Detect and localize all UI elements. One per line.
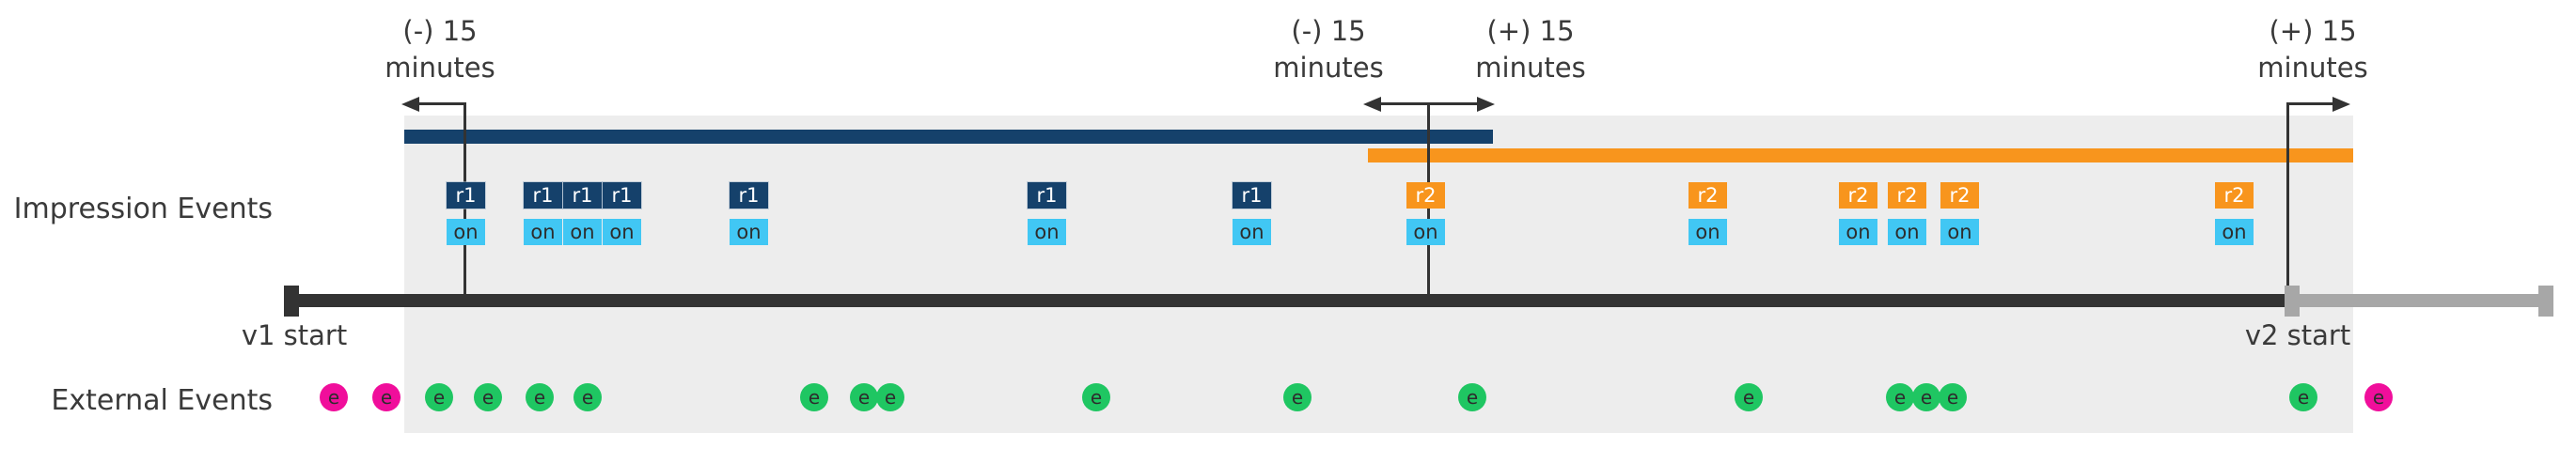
impression-on-box: on xyxy=(1689,219,1727,245)
external-event-circle: e xyxy=(1082,383,1110,411)
impression-event: r1 on xyxy=(1233,182,1271,245)
external-event-circle: e xyxy=(800,383,828,411)
impression-event: r1 on xyxy=(524,182,562,245)
impression-request-box: r2 xyxy=(2215,182,2254,209)
external-event-circle: e xyxy=(573,383,602,411)
v2-start-label: v2 start xyxy=(2244,319,2351,351)
r2-reporting-window-bar xyxy=(1368,148,2353,162)
arrowhead-right-icon xyxy=(1477,97,1495,112)
impression-on-box: on xyxy=(1888,219,1926,245)
arrowhead-left-icon xyxy=(401,97,419,112)
offset-label-line2: minutes xyxy=(1273,52,1384,84)
offset-label-left: (-) 15 minutes xyxy=(327,13,553,86)
external-event-circle: e xyxy=(850,383,878,411)
right-offset-arrow-line xyxy=(2288,102,2335,105)
v2-start-marker-line xyxy=(2286,102,2289,288)
external-event-circle: e xyxy=(1283,383,1312,411)
impression-event: r1 on xyxy=(730,182,768,245)
v2-timeline-bar xyxy=(2288,294,2553,307)
impression-events-row-label: Impression Events xyxy=(13,193,273,225)
impression-request-box: r1 xyxy=(524,182,562,209)
timeline-end-tick xyxy=(2538,286,2553,317)
v1-start-tick xyxy=(284,286,299,317)
impression-request-box: r1 xyxy=(1233,182,1271,209)
impression-on-box: on xyxy=(447,219,485,245)
external-event-circle: e xyxy=(1912,383,1940,411)
impression-request-box: r1 xyxy=(447,182,485,209)
impression-request-box: r1 xyxy=(1028,182,1066,209)
impression-on-box: on xyxy=(524,219,562,245)
impression-request-box: r1 xyxy=(603,182,641,209)
external-event-circle: e xyxy=(2289,383,2317,411)
external-event-circle: e xyxy=(1886,383,1914,411)
impression-request-box: r1 xyxy=(563,182,602,209)
impression-on-box: on xyxy=(1406,219,1445,245)
impression-event: r1 on xyxy=(447,182,485,245)
impression-on-box: on xyxy=(563,219,602,245)
r1-reporting-window-bar xyxy=(404,130,1493,144)
impression-request-box: r2 xyxy=(1888,182,1926,209)
external-event-circle: e xyxy=(320,383,348,411)
analysis-region xyxy=(404,116,2353,433)
left-offset-arrow-line xyxy=(416,102,464,105)
offset-label-line1: (+) 15 xyxy=(2269,15,2357,47)
impression-event: r2 on xyxy=(1689,182,1727,245)
external-event-circle: e xyxy=(1939,383,1967,411)
external-event-circle: e xyxy=(1458,383,1486,411)
impression-event: r2 on xyxy=(1839,182,1877,245)
offset-label-line1: (-) 15 xyxy=(1291,15,1366,47)
impression-request-box: r2 xyxy=(1689,182,1727,209)
impression-request-box: r2 xyxy=(1839,182,1877,209)
offset-label-right: (+) 15 minutes xyxy=(2200,13,2426,86)
offset-label-line2: minutes xyxy=(385,52,495,84)
middle-offset-arrow-line xyxy=(1377,102,1479,105)
external-event-circle: e xyxy=(876,383,904,411)
impression-event: r2 on xyxy=(1406,182,1445,245)
impression-event: r2 on xyxy=(2215,182,2254,245)
v1-start-label: v1 start xyxy=(241,319,348,351)
offset-label-line2: minutes xyxy=(1475,52,1586,84)
impression-event: r2 on xyxy=(1940,182,1979,245)
external-event-circle: e xyxy=(372,383,401,411)
external-event-circle: e xyxy=(1735,383,1763,411)
impression-request-box: r2 xyxy=(1940,182,1979,209)
external-event-circle: e xyxy=(425,383,453,411)
impression-request-box: r2 xyxy=(1406,182,1445,209)
impression-event: r1 on xyxy=(1028,182,1066,245)
impression-event: r1 on xyxy=(563,182,602,245)
external-event-circle: e xyxy=(474,383,502,411)
impression-on-box: on xyxy=(1839,219,1877,245)
impression-event: r1 on xyxy=(603,182,641,245)
arrowhead-left-icon xyxy=(1363,97,1381,112)
offset-label-line2: minutes xyxy=(2257,52,2368,84)
impression-on-box: on xyxy=(1028,219,1066,245)
arrowhead-right-icon xyxy=(2333,97,2350,112)
impression-on-box: on xyxy=(603,219,641,245)
offset-label-mid-left: (-) 15 minutes xyxy=(1216,13,1441,86)
impression-on-box: on xyxy=(730,219,768,245)
impression-request-box: r1 xyxy=(730,182,768,209)
impression-on-box: on xyxy=(1940,219,1979,245)
offset-label-line1: (+) 15 xyxy=(1486,15,1575,47)
impression-on-box: on xyxy=(1233,219,1271,245)
external-event-circle: e xyxy=(2364,383,2393,411)
impression-event: r2 on xyxy=(1888,182,1926,245)
impression-on-box: on xyxy=(2215,219,2254,245)
v2-start-tick xyxy=(2285,286,2300,317)
external-event-circle: e xyxy=(526,383,554,411)
v1-timeline-bar xyxy=(288,294,2288,307)
external-events-row-label: External Events xyxy=(51,384,273,417)
offset-label-line1: (-) 15 xyxy=(402,15,478,47)
offset-label-mid-right: (+) 15 minutes xyxy=(1418,13,1643,86)
